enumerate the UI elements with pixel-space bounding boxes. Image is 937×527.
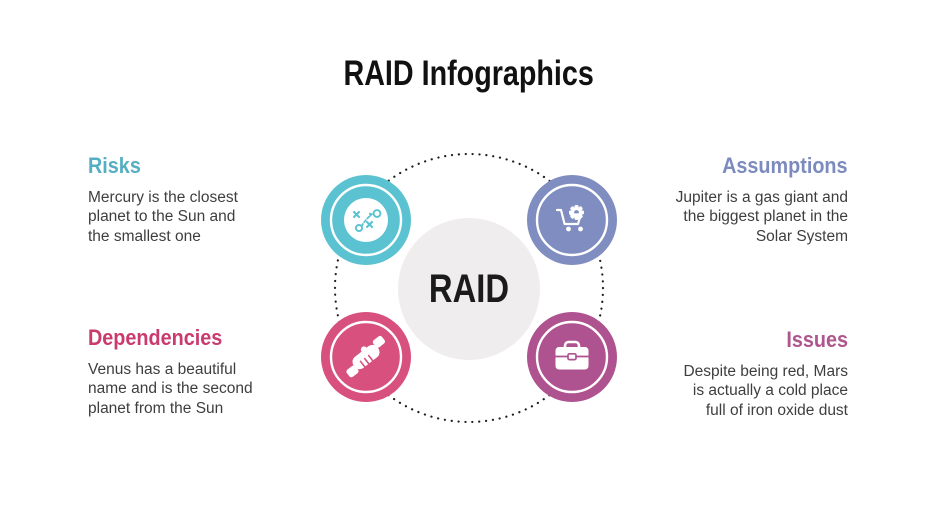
section-risks: Risks Mercury is the closest planet to t… xyxy=(88,153,268,246)
center-label: RAID xyxy=(429,266,509,311)
issues-heading: Issues xyxy=(786,327,848,352)
section-assumptions: Assumptions Jupiter is a gas giant and t… xyxy=(638,153,848,246)
raid-diagram: RAID xyxy=(321,152,617,424)
dotted-connector-circle xyxy=(333,152,605,424)
page-title: RAID Infographics xyxy=(0,54,937,94)
risks-heading: Risks xyxy=(88,153,141,178)
dependencies-description: Venus has a beautiful name and is the se… xyxy=(88,360,253,417)
assumptions-node xyxy=(527,175,617,265)
cart-gear-icon xyxy=(555,205,584,232)
page-title-text: RAID Infographics xyxy=(343,54,594,93)
dependencies-node xyxy=(321,312,411,402)
assumptions-heading: Assumptions xyxy=(722,153,848,178)
section-dependencies: Dependencies Venus has a beautiful name … xyxy=(88,325,278,418)
dependencies-heading: Dependencies xyxy=(88,325,223,350)
issues-node xyxy=(527,312,617,402)
section-issues: Issues Despite being red, Mars is actual… xyxy=(638,327,848,420)
strategy-icon xyxy=(344,198,388,242)
handshake-icon xyxy=(346,335,385,378)
assumptions-description: Jupiter is a gas giant and the biggest p… xyxy=(675,188,848,245)
risks-description: Mercury is the closest planet to the Sun… xyxy=(88,188,238,245)
briefcase-icon xyxy=(555,340,589,370)
risks-node xyxy=(321,175,411,265)
issues-description: Despite being red, Mars is actually a co… xyxy=(683,362,848,419)
center-circle: RAID xyxy=(398,218,540,360)
